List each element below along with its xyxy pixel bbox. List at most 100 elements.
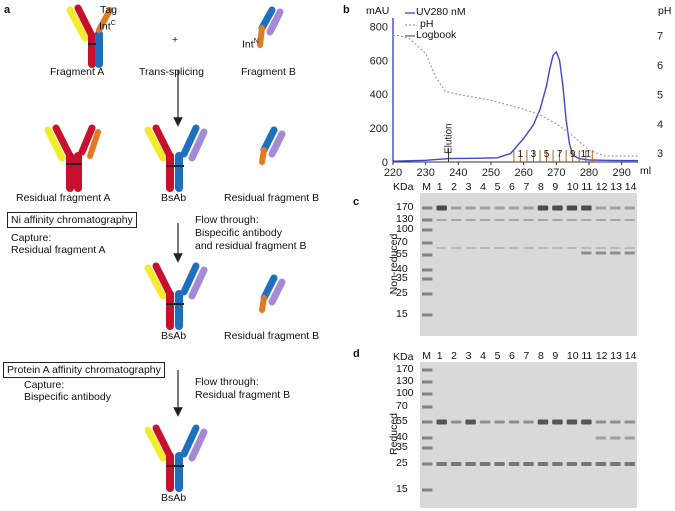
y-left-tick-label: 600 [370,55,388,67]
protein-band [494,420,505,424]
protein-band [610,436,621,440]
marker-band [422,241,433,245]
fraction-label: 11 [581,149,592,160]
protein-band [465,206,476,210]
fraction-label: 7 [557,149,563,160]
fraction-label: 1 [518,149,524,160]
lane-label: 14 [624,181,637,193]
lane-label: 5 [494,350,501,362]
protein-band [595,251,607,255]
protein-band [450,206,462,210]
protein-band [610,219,621,221]
marker-band [422,253,433,257]
panel-label-c: c [353,196,360,208]
lane-label: 8 [537,181,544,193]
lane-label: 7 [523,181,530,193]
lane-label: 11 [581,350,593,362]
uv280-line [392,50,638,162]
protein-band [595,206,607,210]
elution-label: Elution [444,123,455,154]
x-tick-label: 270 [547,167,565,179]
flow1-title: Flow through: [195,214,259,226]
protein-band [465,419,476,425]
lane-label: 9 [552,350,559,362]
protein-band [624,206,635,210]
protein-a-affinity-box: Protein A affinity chromatography [3,362,165,378]
ph-line [393,35,638,157]
marker-label: 15 [396,308,408,320]
x-tick-label: 230 [416,167,434,179]
marker-band [422,268,433,272]
x-unit-label: ml [640,165,652,177]
fragment-b-label: Fragment B [241,66,296,78]
marker-label: 100 [396,387,414,399]
protein-band [537,205,549,211]
int-n-label: IntN [242,38,259,51]
x-tick-label: 260 [514,167,532,179]
marker-band [422,206,433,210]
bsab-label-2: BsAb [161,330,187,342]
protein-band [436,462,447,466]
y-left-tick-label: 400 [370,89,388,101]
protein-band [552,247,563,249]
protein-band [508,206,520,210]
lane-label: 10 [566,350,579,362]
protein-band [523,247,534,249]
gel-c-side-label: Non-reduced [388,233,400,295]
protein-band [610,247,621,249]
marker-label: 25 [396,287,408,299]
protein-band [581,462,592,466]
protein-band [537,219,549,221]
marker-label: 130 [396,213,414,225]
protein-band [552,205,563,211]
y-right-tick-label: 5 [657,89,663,101]
lane-label: 2 [451,181,457,193]
protein-band [624,462,635,466]
marker-label: 70 [396,236,408,248]
fraction-label: 5 [544,149,550,160]
protein-band [479,219,491,221]
marker-label: 25 [396,457,408,469]
protein-band [566,247,578,249]
protein-band [479,206,491,210]
protein-band [508,219,520,221]
marker-label: 55 [396,248,408,260]
y-right-tick-label: 4 [657,119,663,131]
protein-band [595,420,607,424]
gel-c-kda: KDa [393,181,414,193]
protein-band [450,219,462,221]
protein-band [581,205,592,211]
x-tick-label: 240 [449,167,467,179]
bsab-icon-2 [144,262,208,330]
lane-label: 1 [436,350,443,362]
lane-label: 6 [509,350,515,362]
residual-fragment-b-icon-2 [259,274,286,313]
lane-label: 13 [610,181,622,193]
flow2-text: Residual fragment B [195,389,291,401]
marker-band [422,313,433,317]
residual-a-label: Residual fragment A [16,192,111,204]
legend-ph: pH [420,18,434,30]
flow1-line3: and residual fragment B [195,240,307,252]
marker-band [422,228,433,232]
protein-band [494,219,505,221]
lane-label: 12 [595,350,608,362]
protein-band [436,247,447,249]
marker-band [422,462,433,466]
capture2-text: Bispecific antibody [24,391,111,403]
protein-band [624,436,635,440]
capture2-title: Capture: [24,379,65,391]
protein-band [494,462,505,466]
x-tick-label: 280 [580,167,598,179]
panel-label-a: a [4,4,11,16]
lane-label: 5 [494,181,501,193]
protein-band [436,419,447,425]
protein-band [465,219,476,221]
protein-band [595,219,607,221]
int-c-label: IntC [99,20,116,33]
protein-band [465,462,476,466]
lane-label: M [422,350,431,362]
lane-label: 1 [436,181,443,193]
lane-label: 3 [465,350,472,362]
protein-band [523,420,534,424]
